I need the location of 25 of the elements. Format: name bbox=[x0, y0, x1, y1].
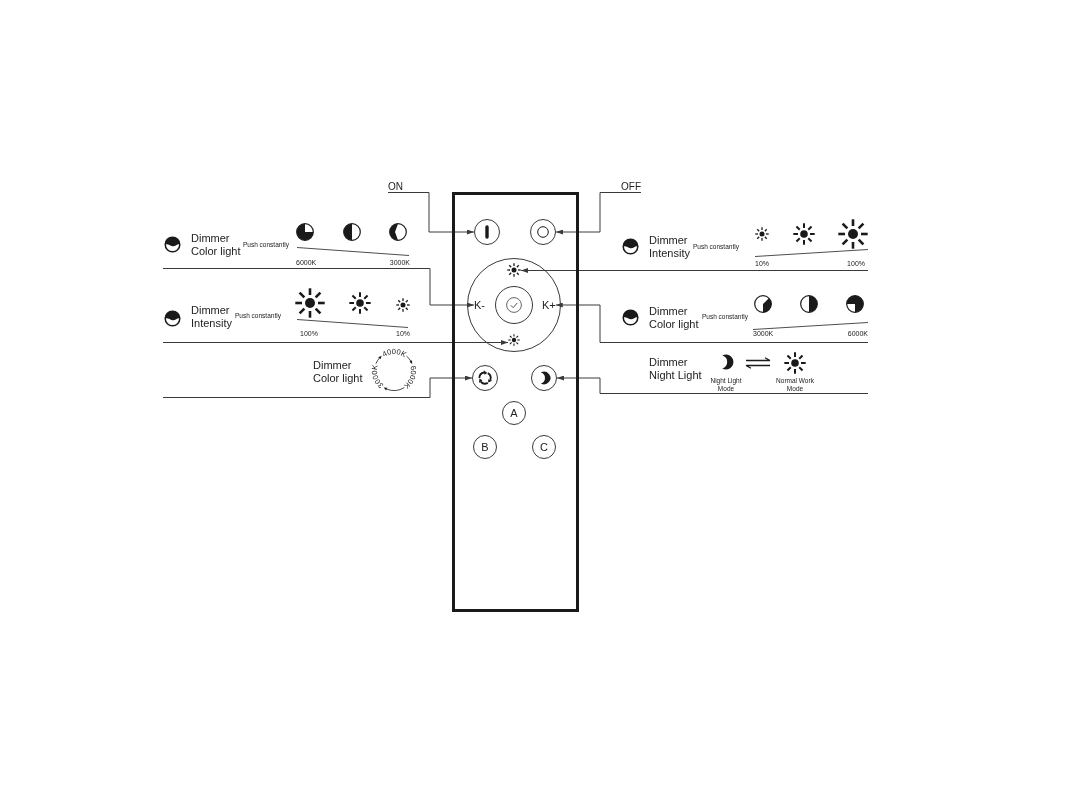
sun-icon bbox=[508, 334, 520, 346]
leader-line bbox=[422, 375, 473, 398]
function-row bbox=[612, 216, 868, 271]
callout-label: OFF bbox=[621, 181, 641, 193]
function-row bbox=[612, 292, 868, 343]
callout-label: ON bbox=[388, 181, 403, 193]
function-title: Dimmer Color light bbox=[313, 359, 364, 384]
function-title: Dimmer Color light bbox=[649, 305, 700, 330]
remote-control-body bbox=[452, 192, 579, 612]
leader-line bbox=[411, 268, 475, 308]
leader-line bbox=[411, 340, 509, 345]
function-row bbox=[163, 222, 412, 269]
function-title: Dimmer Color light bbox=[191, 232, 242, 257]
function-title: Dimmer Intensity bbox=[649, 234, 691, 259]
leader-line bbox=[555, 192, 642, 235]
function-title: Dimmer Night Light bbox=[649, 356, 703, 381]
function-row bbox=[163, 286, 412, 343]
key-label: K- bbox=[474, 298, 485, 312]
leader-line bbox=[555, 302, 613, 343]
key-label: K+ bbox=[542, 298, 556, 312]
function-title: Dimmer Intensity bbox=[191, 304, 233, 329]
leader-line bbox=[387, 192, 475, 235]
leader-line bbox=[556, 375, 613, 394]
leader-line bbox=[520, 268, 613, 273]
sun-icon bbox=[507, 263, 521, 277]
